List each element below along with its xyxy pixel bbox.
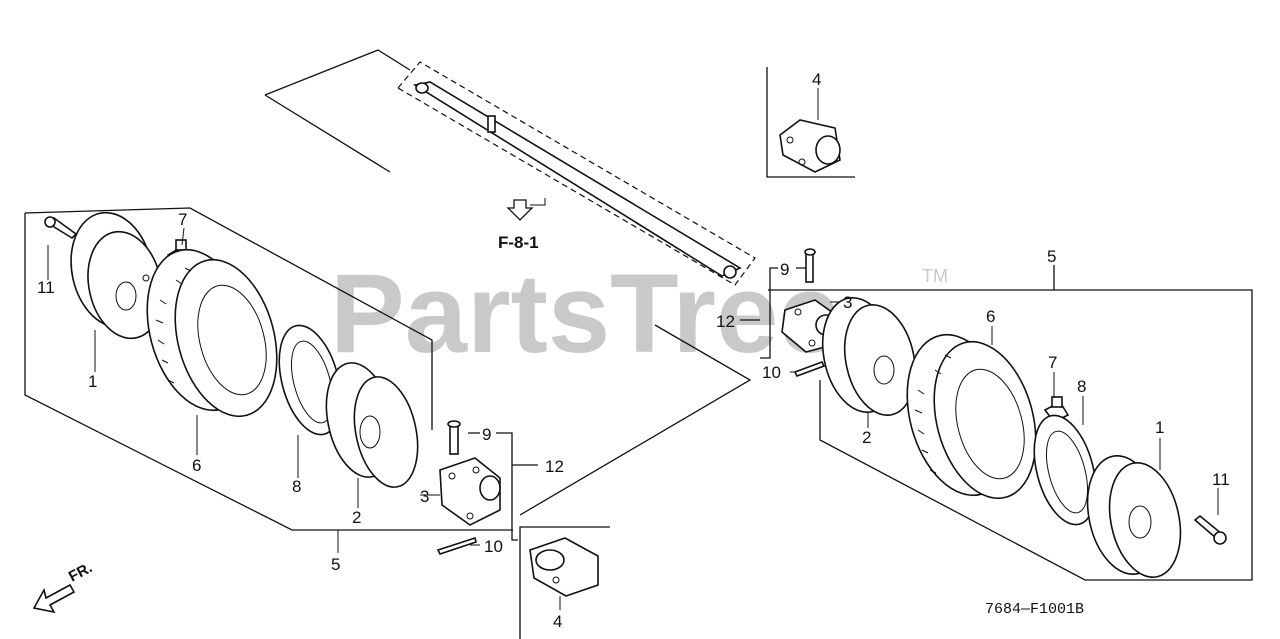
right-wheel-half-inner[interactable] <box>813 291 925 422</box>
callout-right-6[interactable]: 6 <box>986 307 995 326</box>
callout-right-10[interactable]: 10 <box>762 363 781 382</box>
right-wheel-bolt[interactable] <box>1193 514 1227 545</box>
callout-right-9[interactable]: 9 <box>780 260 789 279</box>
callout-left-9[interactable]: 9 <box>482 425 491 444</box>
right-upper-hub[interactable] <box>766 67 855 178</box>
axle-shaft[interactable] <box>264 49 756 286</box>
callout-right-12[interactable]: 12 <box>716 312 735 331</box>
callout-right-7[interactable]: 7 <box>1048 353 1057 372</box>
right-hub-pin[interactable] <box>804 248 816 283</box>
callout-left-1[interactable]: 1 <box>88 372 97 391</box>
reference-label[interactable]: F-8-1 <box>498 233 539 252</box>
left-assembly-outline <box>24 207 513 531</box>
callout-left-5[interactable]: 5 <box>331 555 340 574</box>
callout-left-8[interactable]: 8 <box>292 477 301 496</box>
left-wheel-half-outer[interactable] <box>61 205 172 345</box>
reference-arrow <box>506 198 546 221</box>
right-assembly-outline <box>768 289 1253 581</box>
left-tire[interactable] <box>130 238 293 428</box>
watermark-text: PartsTree <box>330 251 841 376</box>
front-direction-arrow-icon <box>32 583 76 614</box>
left-wheel-hub[interactable] <box>439 457 501 526</box>
front-direction-label: FR. <box>66 559 95 585</box>
callout-left-12[interactable]: 12 <box>545 457 564 476</box>
left-lower-hub[interactable] <box>519 526 610 639</box>
diagram-code: 7684—F1001B <box>985 601 1084 618</box>
callout-right-4[interactable]: 4 <box>812 70 821 89</box>
right-tire[interactable] <box>890 323 1052 510</box>
watermark-trademark: TM <box>922 266 948 286</box>
left-hub-pin[interactable] <box>447 420 461 455</box>
callout-right-5[interactable]: 5 <box>1047 247 1056 266</box>
callout-left-6[interactable]: 6 <box>192 456 201 475</box>
callout-left-3[interactable]: 3 <box>420 487 429 506</box>
left-wheel-half-inner[interactable] <box>317 357 427 493</box>
right-inner-tube[interactable] <box>1023 409 1106 532</box>
callout-left-10[interactable]: 10 <box>484 537 503 556</box>
right-cotter-pin[interactable] <box>793 361 826 377</box>
right-wheel-half-outer[interactable] <box>1077 449 1190 584</box>
callout-right-2[interactable]: 2 <box>862 428 871 447</box>
callout-right-1[interactable]: 1 <box>1155 418 1164 437</box>
callout-left-2[interactable]: 2 <box>352 508 361 527</box>
left-wheel-bolt[interactable] <box>44 216 78 240</box>
callout-left-11[interactable]: 11 <box>37 278 55 297</box>
callout-left-7[interactable]: 7 <box>178 210 187 229</box>
callout-right-3[interactable]: 3 <box>843 293 852 312</box>
callout-left-4[interactable]: 4 <box>553 612 562 631</box>
left-cotter-pin[interactable] <box>436 536 477 555</box>
callout-right-8[interactable]: 8 <box>1077 377 1086 396</box>
callout-right-11[interactable]: 11 <box>1212 470 1230 489</box>
